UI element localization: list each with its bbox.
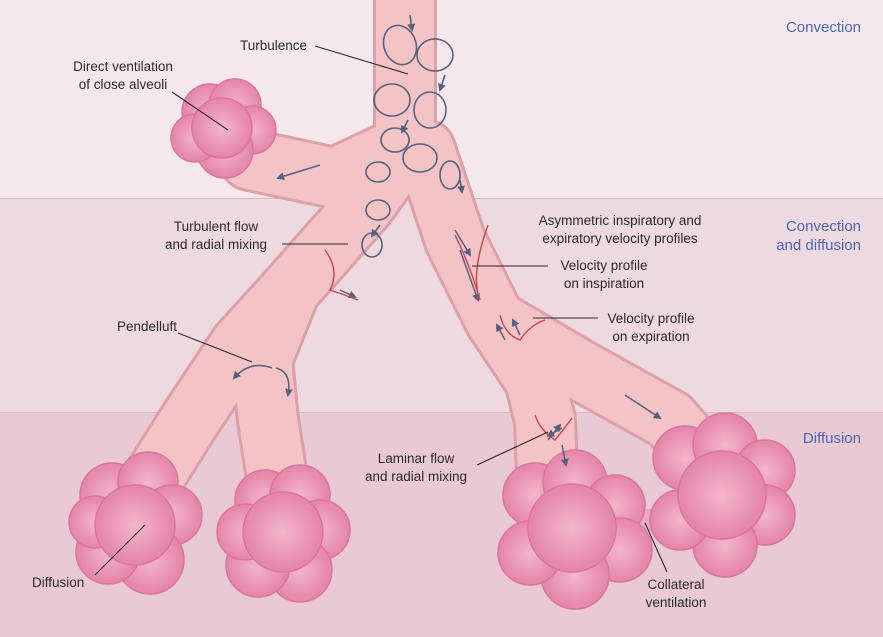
flow-arrows	[232, 164, 662, 467]
zone-title-line: and diffusion	[776, 237, 861, 254]
zone-divider	[0, 412, 883, 413]
alveolus-left-2	[216, 464, 351, 603]
zone-title-line: Convection	[785, 218, 861, 235]
zone-title-text: Convection	[785, 19, 861, 36]
label-pendelluft: Pendelluft	[117, 319, 178, 334]
velocity-profiles	[324, 224, 573, 441]
alveolus-right-1	[497, 449, 653, 610]
label-velocity-inspiration: Velocity profile on inspiration	[560, 258, 648, 291]
label-velocity-expiration: Velocity profile on expiration	[607, 311, 695, 344]
label-direct-ventilation: Direct ventilation of close alveoli	[73, 59, 173, 92]
alveoli	[68, 78, 796, 610]
label-turbulence: Turbulence	[240, 38, 308, 53]
label-turbulent-flow: Turbulent flow and radial mixing	[164, 219, 268, 252]
alveolus-right-2	[649, 412, 796, 578]
zone-title-convection-diffusion: Convection and diffusion	[776, 217, 861, 255]
zone-title-diffusion: Diffusion	[803, 429, 861, 448]
label-asymmetric-profiles: Asymmetric inspiratory and expiratory ve…	[538, 213, 702, 246]
label-diffusion: Diffusion	[32, 575, 85, 590]
alveolus-close	[170, 78, 277, 179]
leader-lines	[94, 45, 668, 576]
turbulence-swirls	[361, 14, 465, 258]
label-laminar-flow: Laminar flow and radial mixing	[364, 451, 468, 484]
zone-title-convection: Convection	[786, 18, 861, 37]
alveolus-left	[68, 451, 203, 595]
label-collateral-ventilation: Collateral ventilation	[645, 577, 707, 610]
zone-title-text: Diffusion	[802, 430, 861, 447]
